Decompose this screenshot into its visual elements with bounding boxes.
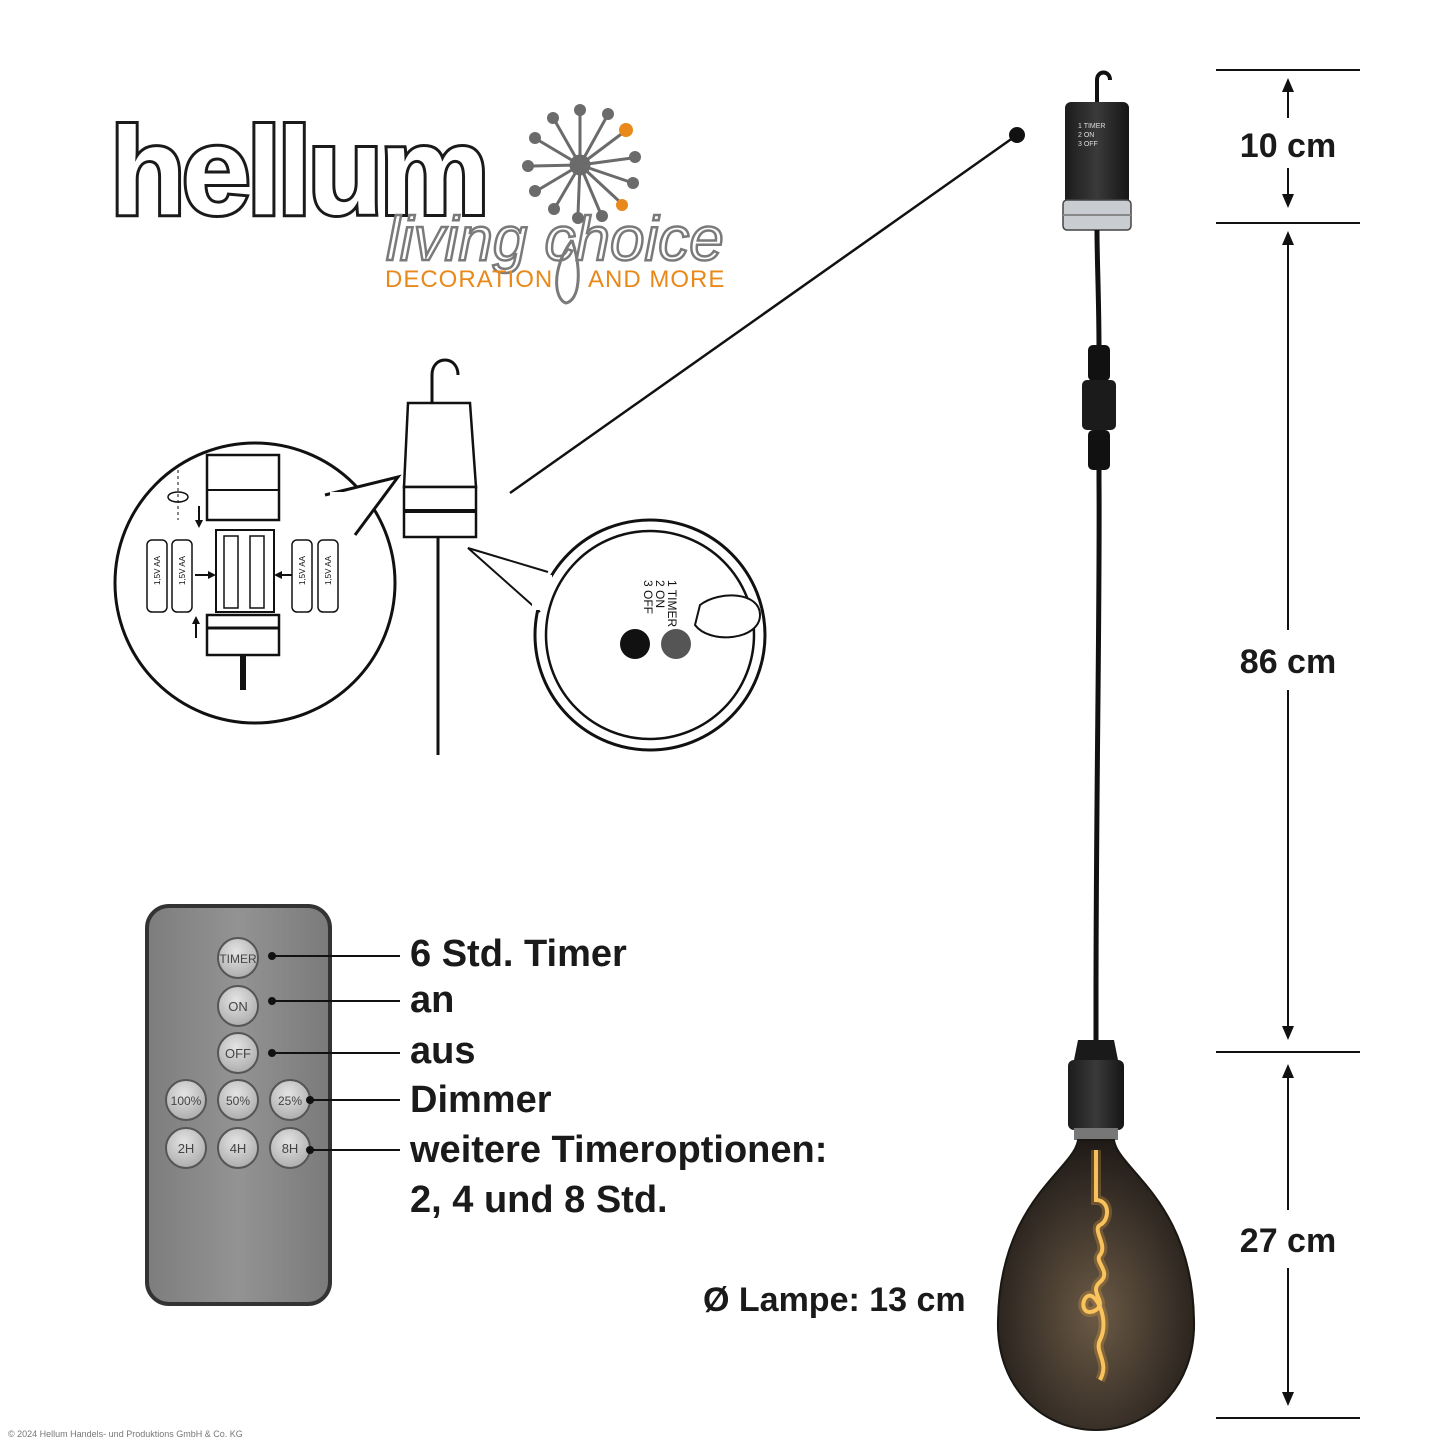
dimension-lamp: 27 cm xyxy=(1240,1222,1336,1260)
arrow-up-icon xyxy=(1282,78,1294,92)
arrow-down-icon xyxy=(1282,1026,1294,1040)
arrow-left-icon xyxy=(274,571,282,579)
remote-button-100: 100% xyxy=(165,1079,207,1121)
dandelion-icon xyxy=(522,104,641,224)
arrow-up-icon xyxy=(1282,231,1294,245)
switch-hole xyxy=(620,629,650,659)
remote-button-label: 25% xyxy=(278,1094,302,1108)
arrow-down-icon xyxy=(1282,194,1294,208)
box-option-2: 2 ON xyxy=(1078,132,1094,139)
battery-label: 1,5V AA xyxy=(324,555,333,585)
housing-body xyxy=(402,401,478,489)
label-dimmer: Dimmer xyxy=(410,1079,552,1121)
label-off: aus xyxy=(410,1030,475,1072)
switch-option-1: 1 TIMER xyxy=(665,580,679,627)
logo-brand: hellum xyxy=(110,103,486,241)
remote-button-8h: 8H xyxy=(269,1127,311,1169)
remote-button-4h: 4H xyxy=(217,1127,259,1169)
logo-tagline-right: AND MORE xyxy=(588,266,725,293)
remote-button-on: ON xyxy=(217,985,259,1027)
label-more-timers-values: 2, 4 und 8 Std. xyxy=(410,1179,668,1221)
remote-button-timer: TIMER xyxy=(217,937,259,979)
label-timer: 6 Std. Timer xyxy=(410,933,627,975)
label-on: an xyxy=(410,979,454,1021)
battery-insertion-bubble: 1,5V AA 1,5V AA 1,5V AA 1,5V AA xyxy=(113,441,402,725)
lamp-product: 1 TIMER 2 ON 3 OFF xyxy=(996,70,1196,1432)
switch-option-2: 2 ON xyxy=(653,580,667,608)
remote-button-50: 50% xyxy=(217,1079,259,1121)
finger-icon xyxy=(693,594,762,639)
switch-option-3: 3 OFF xyxy=(641,580,655,614)
battery-label: 1,5V AA xyxy=(298,555,307,585)
dimension-diameter: Ø Lampe: 13 cm xyxy=(703,1281,966,1319)
battery-label: 1,5V AA xyxy=(178,555,187,585)
dimension-cable: 86 cm xyxy=(1240,643,1336,681)
logo-swash xyxy=(555,239,580,305)
box-option-3: 3 OFF xyxy=(1078,141,1098,148)
callout-line xyxy=(509,127,1025,495)
battery-group-right: 1,5V AA 1,5V AA xyxy=(291,539,339,613)
arrow-up-icon xyxy=(192,616,200,624)
remote-button-label: 4H xyxy=(230,1141,247,1156)
arrow-right-icon xyxy=(208,571,216,579)
hook-icon xyxy=(430,358,460,403)
copyright: © 2024 Hellum Handels- und Produktions G… xyxy=(8,1429,243,1439)
remote-button-label: 50% xyxy=(226,1094,250,1108)
hook-icon xyxy=(1095,70,1112,102)
dimension-top: 10 cm xyxy=(1240,127,1336,165)
box-option-1: 1 TIMER xyxy=(1078,123,1106,130)
battery-box xyxy=(1065,102,1129,212)
arrow-up-icon xyxy=(1282,1064,1294,1078)
remote-button-label: TIMER xyxy=(219,952,257,966)
remote-button-label: 2H xyxy=(178,1141,195,1156)
remote-leader-lines xyxy=(268,952,400,1154)
switch-knob xyxy=(661,629,691,659)
remote-button-label: ON xyxy=(228,999,248,1014)
dimension-lines xyxy=(1216,69,1360,1419)
remote-button-label: OFF xyxy=(225,1046,251,1061)
switch-bubble: 1 TIMER 2 ON 3 OFF xyxy=(467,518,767,752)
remote-control: TIMER ON OFF 100% 50% 25% 2H 4H xyxy=(145,904,332,1306)
battery-label: 1,5V AA xyxy=(153,555,162,585)
remote-button-label: 8H xyxy=(282,1141,299,1156)
remote-button-off: OFF xyxy=(217,1032,259,1074)
label-more-timers: weitere Timeroptionen: xyxy=(409,1129,827,1171)
logo-script: living choice xyxy=(386,205,724,274)
remote-button-label: 100% xyxy=(171,1094,202,1108)
logo-tagline-left: DECORATION xyxy=(385,266,553,293)
battery-housing-sketch xyxy=(402,358,478,755)
remote-button-2h: 2H xyxy=(165,1127,207,1169)
battery-group-left: 1,5V AA 1,5V AA xyxy=(146,539,193,613)
dimension-arrows xyxy=(1282,78,1294,1406)
remote-button-25: 25% xyxy=(269,1079,311,1121)
arrow-down-icon xyxy=(1282,1392,1294,1406)
hellum-logo: hellum living choice DECORATION AND MORE xyxy=(107,100,725,305)
rotate-icon xyxy=(167,491,189,503)
